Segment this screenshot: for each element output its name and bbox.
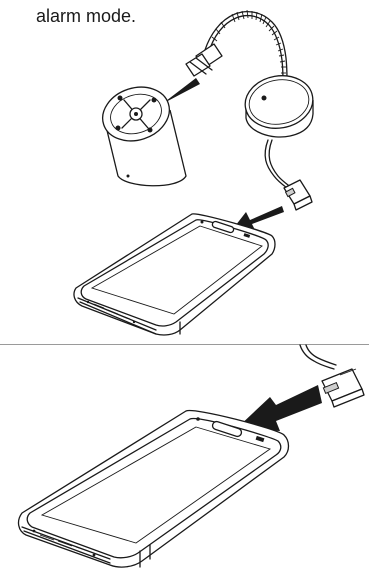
- cable-plug-icon: [186, 44, 222, 76]
- coiled-cable-icon: [205, 10, 287, 82]
- sensor-cable-icon: [300, 345, 336, 369]
- smartphone-icon: [19, 411, 289, 568]
- mount-base-icon: [96, 79, 186, 186]
- smartphone-icon: [74, 214, 275, 335]
- cable-connector-icon: [322, 369, 364, 407]
- top-illustration: [0, 0, 369, 344]
- alarm-sensor-puck-icon: [241, 70, 317, 137]
- bottom-illustration: [0, 345, 369, 574]
- sensor-cable-icon: [265, 140, 294, 192]
